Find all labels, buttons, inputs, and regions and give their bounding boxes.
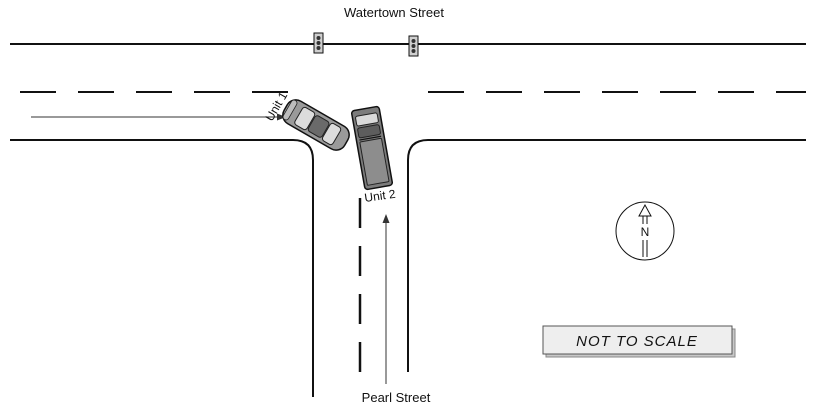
- watertown-street-label: Watertown Street: [344, 5, 444, 20]
- unit2-label: Unit 2: [363, 187, 396, 205]
- unit2-vehicle: [350, 105, 394, 191]
- unit1-vehicle: [282, 99, 350, 151]
- southwest-curb: [10, 139, 314, 397]
- north-label: N: [641, 225, 650, 239]
- scale-note-box: [542, 325, 736, 358]
- pearl-street-label: Pearl Street: [362, 390, 431, 405]
- traffic-signal-icon: [313, 32, 324, 54]
- southeast-curb: [407, 139, 806, 372]
- unit1-path-arrow: [31, 113, 286, 121]
- traffic-signal-icon: [408, 35, 419, 57]
- unit2-path-arrow: [382, 214, 390, 384]
- scale-note-label: NOT TO SCALE: [576, 333, 698, 350]
- north-arrow-icon: [615, 201, 675, 261]
